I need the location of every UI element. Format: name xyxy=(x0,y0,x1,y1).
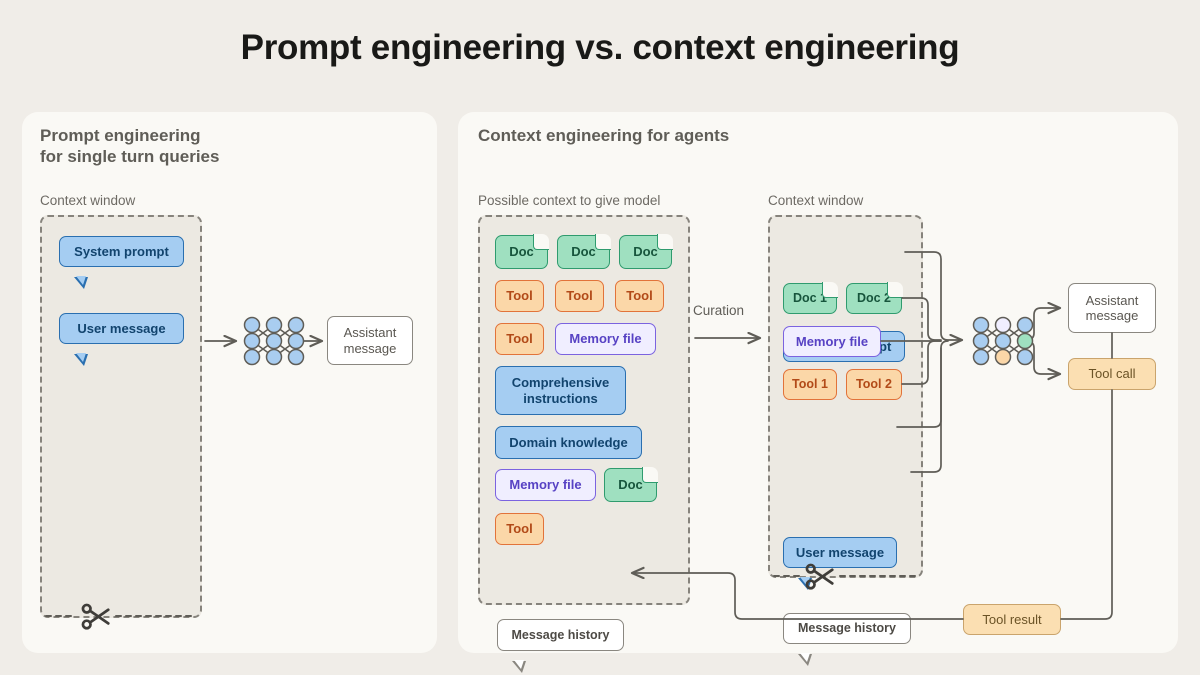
tool-chip-1[interactable]: Tool xyxy=(495,280,544,312)
left-context-window xyxy=(40,215,202,618)
node-label: Doc 1 xyxy=(792,291,828,306)
tool-call-box[interactable]: Tool call xyxy=(1068,358,1156,390)
doc-chip-2[interactable]: Doc xyxy=(557,234,611,269)
left-node-system-prompt[interactable]: System prompt xyxy=(59,236,184,289)
ctx-tool-2[interactable]: Tool 2 xyxy=(846,369,902,400)
message-history-chip-left[interactable]: Message history xyxy=(497,619,624,673)
node-label: Doc xyxy=(509,244,534,260)
node-label: Doc 2 xyxy=(856,291,892,306)
doc-fold-icon xyxy=(595,234,611,250)
ctx-doc-1[interactable]: Doc 1 xyxy=(783,282,838,314)
doc-fold-icon xyxy=(533,234,549,250)
doc-chip-3[interactable]: Doc xyxy=(619,234,673,269)
comprehensive-instructions-chip[interactable]: Comprehensive instructions xyxy=(495,366,626,415)
node-label: User message xyxy=(795,544,885,560)
node-label: Doc xyxy=(571,244,596,260)
page-title: Prompt engineering vs. context engineeri… xyxy=(240,28,960,67)
ctx-user-message[interactable]: User message xyxy=(783,537,897,590)
memory-file-chip-1[interactable]: Memory file xyxy=(555,323,656,355)
doc-fold-icon xyxy=(657,234,673,250)
tool-chip-3[interactable]: Tool xyxy=(615,280,664,312)
doc-chip-4[interactable]: Doc xyxy=(604,467,658,502)
tool-chip-5[interactable]: Tool xyxy=(495,513,544,545)
possible-context-label: Possible context to give model xyxy=(478,193,661,208)
node-label: Doc xyxy=(633,244,658,260)
tool-chip-4[interactable]: Tool xyxy=(495,323,544,355)
doc-fold-icon xyxy=(887,282,903,298)
memory-file-chip-2[interactable]: Memory file xyxy=(495,469,596,501)
node-label: User message xyxy=(77,320,166,336)
left-context-window-label: Context window xyxy=(40,193,136,208)
left-panel-heading: Prompt engineering for single turn queri… xyxy=(40,126,220,167)
ctx-tool-1[interactable]: Tool 1 xyxy=(783,369,837,400)
doc-fold-icon xyxy=(642,467,658,483)
tool-result-box[interactable]: Tool result xyxy=(963,604,1061,635)
ctx-message-history[interactable]: Message history xyxy=(783,613,911,666)
node-label: System prompt xyxy=(74,243,169,259)
curation-label: Curation xyxy=(693,303,745,318)
right-panel-heading: Context engineering for agents xyxy=(478,126,730,145)
right-assistant-message-box[interactable]: Assistant message xyxy=(1068,283,1156,333)
node-label: Message history xyxy=(511,627,610,642)
right-context-window-label: Context window xyxy=(768,193,864,208)
doc-chip-1[interactable]: Doc xyxy=(495,234,549,269)
node-label: Doc xyxy=(618,477,643,493)
left-assistant-message-box[interactable]: Assistant message xyxy=(327,316,413,365)
ctx-doc-2[interactable]: Doc 2 xyxy=(846,282,903,314)
left-node-user-message[interactable]: User message xyxy=(59,313,184,366)
ctx-memory-file[interactable]: Memory file xyxy=(783,326,881,357)
tool-chip-2[interactable]: Tool xyxy=(555,280,604,312)
domain-knowledge-chip[interactable]: Domain knowledge xyxy=(495,426,642,459)
node-label: Message history xyxy=(798,621,896,636)
doc-fold-icon xyxy=(822,282,838,298)
